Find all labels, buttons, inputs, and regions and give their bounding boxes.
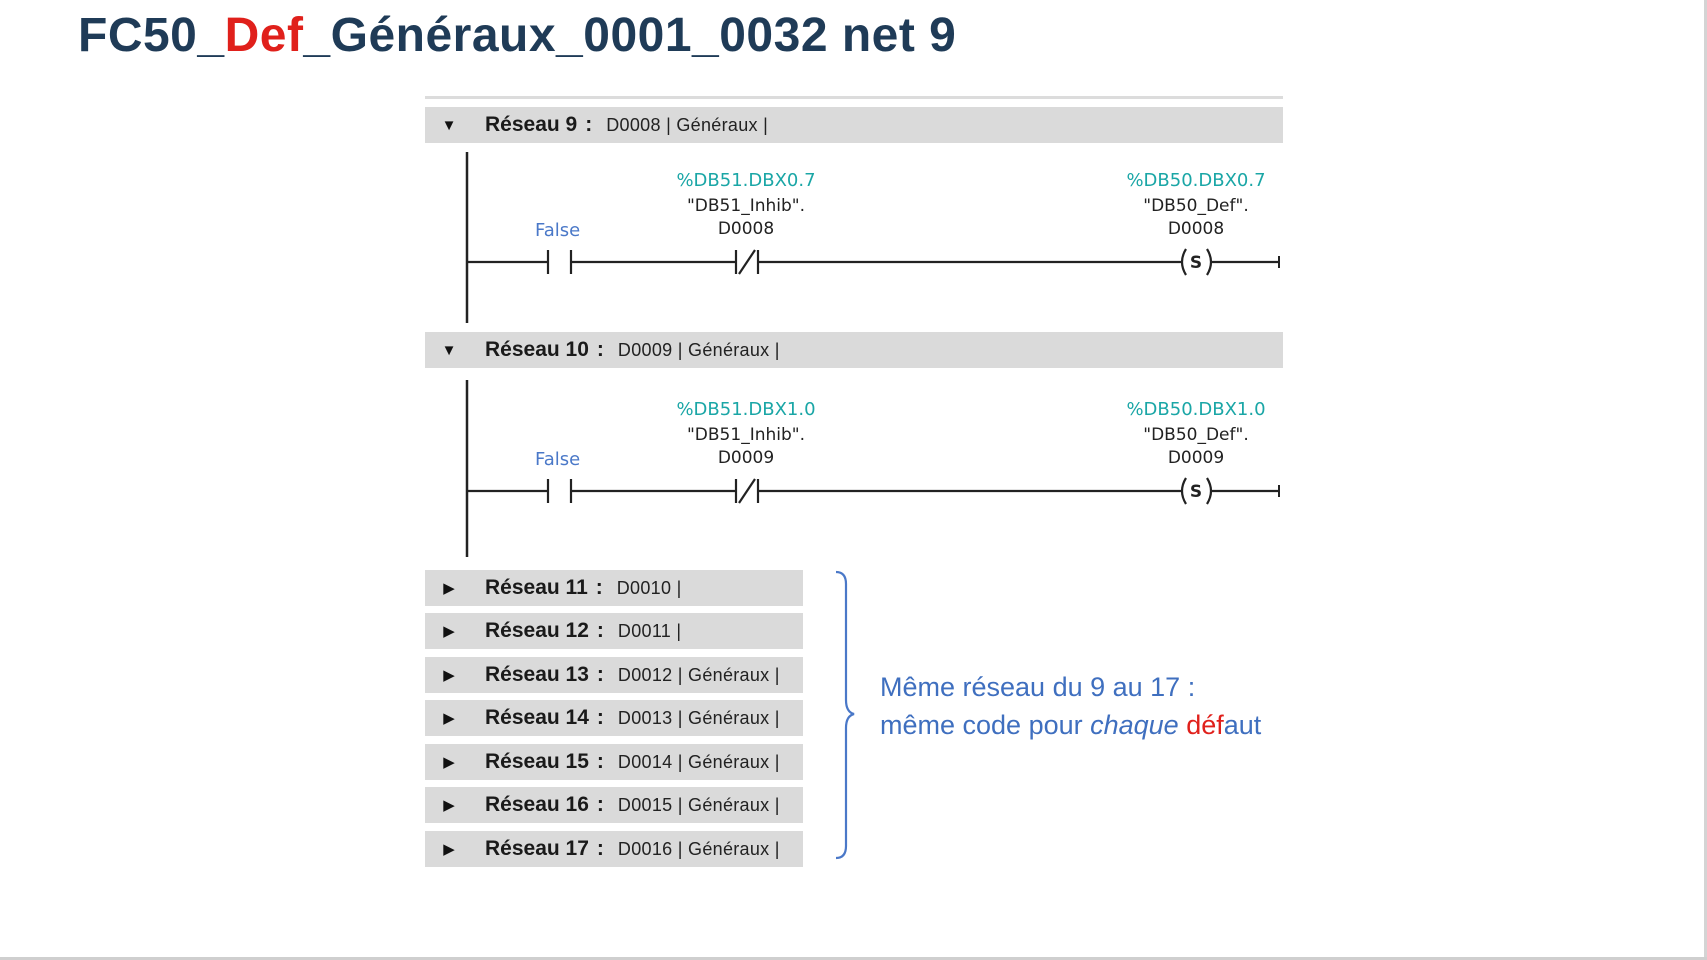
network-header-17[interactable]: ▶ Réseau 17 : D0016 | Généraux | [425,831,803,867]
note-emphasis: chaque [1090,710,1179,740]
network-colon: : [596,793,604,816]
coil-symbol: "DB50_Def". [1143,196,1248,216]
network-header-12[interactable]: ▶ Réseau 12 : D0011 | [425,613,803,649]
contact-symbol-member: D0008 [718,219,774,239]
slide-right-border [1704,0,1707,960]
network-colon: : [596,338,604,361]
network-name: Réseau 17 [485,837,589,860]
network-comment: D0008 | Généraux | [606,114,769,135]
network-colon: : [596,837,604,860]
contact-no[interactable] [546,479,573,503]
note-red-text: déf [1186,710,1224,740]
network-name: Réseau 13 [485,663,589,686]
network-name: Réseau 12 [485,619,589,642]
network-header-9[interactable]: ▼ Réseau 9 : D0008 | Généraux | [425,107,1283,143]
network-name: Réseau 9 [485,113,578,136]
network-colon: : [596,706,604,729]
note-text: même code pour [880,710,1091,740]
network-colon: : [596,663,604,686]
network-name: Réseau 11 [485,576,588,599]
triangle-right-icon[interactable]: ▶ [443,623,455,640]
network-comment: D0010 | [616,577,682,598]
triangle-right-icon[interactable]: ▶ [443,797,455,814]
title-part1: FC50_ [78,9,225,62]
network-colon: : [596,619,604,642]
coil-symbol-member: D0009 [1168,448,1224,468]
network-name: Réseau 14 [485,706,589,729]
network-header-10[interactable]: ▼ Réseau 10 : D0009 | Généraux | [425,332,1283,368]
network-header-11[interactable]: ▶ Réseau 11 : D0010 | [425,570,803,606]
contact-address: %DB51.DBX1.0 [676,399,815,420]
triangle-right-icon[interactable]: ▶ [443,841,455,858]
network-9-rung: False %DB51.DBX0.7 "DB51_Inhib". D0008 %… [465,152,1280,323]
page-title: FC50_Def_Généraux_0001_0032 net 9 [78,8,956,63]
network-header-15[interactable]: ▶ Réseau 15 : D0014 | Généraux | [425,744,803,780]
editor-top-separator [425,96,1283,99]
note-text-end: aut [1223,710,1262,740]
title-part2: Def [224,9,304,62]
triangle-right-icon[interactable]: ▶ [443,710,455,727]
network-header-16[interactable]: ▶ Réseau 16 : D0015 | Généraux | [425,787,803,823]
coil-symbol: "DB50_Def". [1143,425,1248,445]
annotation-note: Même réseau du 9 au 17 : même code pour … [880,668,1261,744]
curly-brace [835,570,855,860]
contact-symbol: "DB51_Inhib". [687,425,805,445]
triangle-right-icon[interactable]: ▶ [443,667,455,684]
contact-symbol: "DB51_Inhib". [687,196,805,216]
network-comment: D0011 | [617,620,682,641]
triangle-down-icon[interactable]: ▼ [441,116,457,134]
contact-nc[interactable] [734,478,760,504]
coil-address: %DB50.DBX0.7 [1126,170,1265,191]
coil-type: S [1190,482,1202,502]
network-comment: D0015 | Généraux | [617,794,780,815]
triangle-right-icon[interactable]: ▶ [443,754,455,771]
coil-symbol-member: D0008 [1168,219,1224,239]
note-line-2: même code pour chaque défaut [880,706,1261,744]
contact-address: %DB51.DBX0.7 [676,170,815,191]
network-colon: : [595,576,603,599]
title-part3: _Généraux_0001_0032 net 9 [303,9,957,62]
note-line-1: Même réseau du 9 au 17 : [880,672,1196,702]
network-comment: D0009 | Généraux | [617,339,780,360]
coil-type: S [1190,253,1202,273]
network-name: Réseau 15 [485,750,589,773]
network-10-rung: False %DB51.DBX1.0 "DB51_Inhib". D0009 %… [465,380,1280,557]
network-colon: : [585,113,593,136]
network-name: Réseau 10 [485,338,589,361]
contact-no[interactable] [546,250,573,274]
contact-nc[interactable] [734,249,760,275]
network-name: Réseau 16 [485,793,589,816]
network-header-14[interactable]: ▶ Réseau 14 : D0013 | Généraux | [425,700,803,736]
network-header-13[interactable]: ▶ Réseau 13 : D0012 | Généraux | [425,657,803,693]
coil-set[interactable] [1180,477,1213,505]
coil-set[interactable] [1180,248,1213,276]
network-comment: D0014 | Généraux | [617,751,780,772]
network-comment: D0013 | Généraux | [617,707,780,728]
network-colon: : [596,750,604,773]
coil-address: %DB50.DBX1.0 [1126,399,1265,420]
contact-no-label: False [535,449,580,470]
network-comment: D0012 | Généraux | [617,664,780,685]
slide-bottom-border [0,957,1707,960]
triangle-down-icon[interactable]: ▼ [441,341,457,359]
network-comment: D0016 | Généraux | [617,838,780,859]
contact-symbol-member: D0009 [718,448,774,468]
contact-no-label: False [535,220,580,241]
triangle-right-icon[interactable]: ▶ [443,580,455,597]
